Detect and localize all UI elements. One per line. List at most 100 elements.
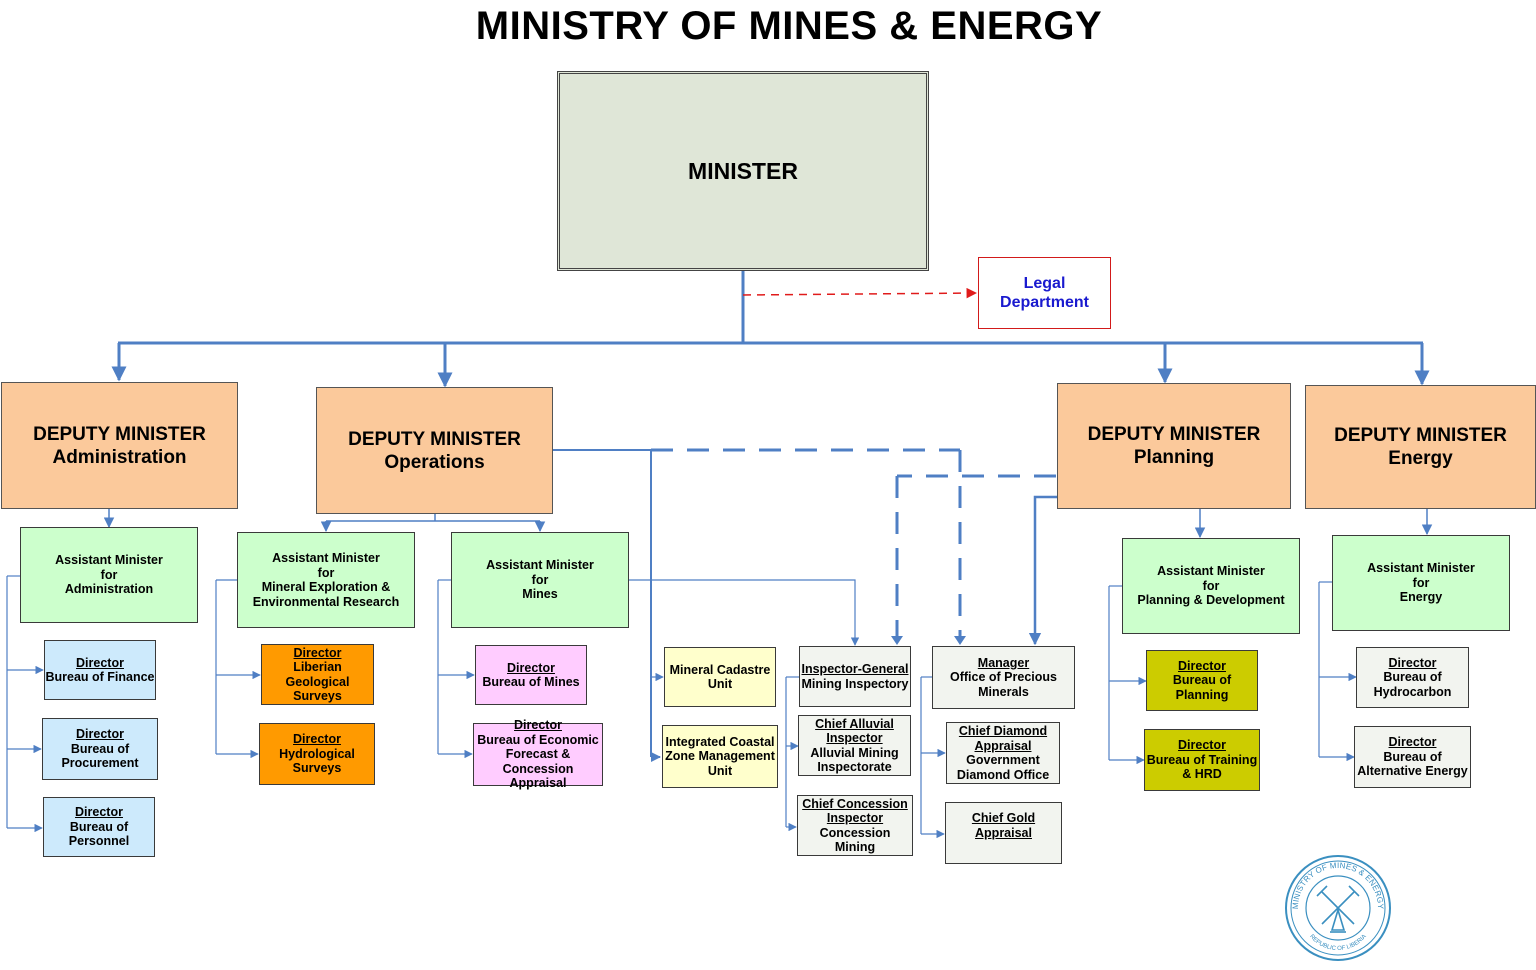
director-planning-unit: Bureau of Planning — [1172, 673, 1232, 702]
director-alternative-line-3: Alternative Energy — [1357, 764, 1468, 779]
director-economic-title: Director — [514, 718, 562, 733]
assistant-exploration-line-1: Assistant Minister — [272, 551, 380, 565]
director-training-box: Director Bureau of Training & HRD — [1144, 729, 1260, 791]
legal-department-box: Legal Department — [978, 257, 1111, 329]
director-geological-box: Director Liberian Geological Surveys — [261, 644, 374, 705]
deputy-energy-title: DEPUTY MINISTER — [1334, 425, 1507, 446]
director-training-line-2: Bureau of Training — [1146, 752, 1258, 767]
director-planning-box: Director Bureau of Planning — [1146, 650, 1258, 711]
assistant-planning-box: Assistant Minister for Planning & Develo… — [1122, 538, 1300, 634]
assistant-planning-line-3: Planning & Development — [1137, 593, 1285, 608]
assistant-energy-line-1: Assistant Minister — [1367, 561, 1475, 576]
director-economic-box: Director Bureau of Economic Forecast & C… — [473, 718, 603, 790]
precious-minerals-title: Manager — [977, 655, 1030, 670]
director-geological-title: Director — [293, 645, 342, 660]
chief-concession-title-1: Chief Concession — [802, 796, 908, 811]
deputy-operations-box: DEPUTY MINISTER Operations — [316, 387, 553, 514]
legal-line-2: Department — [1000, 294, 1089, 311]
assistant-energy-line-2: for — [1412, 575, 1430, 590]
assistant-administration-box: Assistant Minister for Administration — [20, 527, 198, 623]
director-personnel-box: Director Bureau of Personnel — [43, 797, 155, 857]
director-hydrological-line-3: Surveys — [292, 761, 342, 776]
assistant-administration-line-2: for — [100, 567, 118, 582]
director-economic-line-4: Concession Appraisal — [502, 761, 574, 791]
chief-alluvial-title-1: Chief Alluvial — [815, 716, 894, 731]
director-finance-title: Director — [76, 655, 124, 670]
director-procurement-line-2: Bureau of — [70, 741, 130, 756]
chief-diamond-box: Chief Diamond Appraisal Government Diamo… — [946, 722, 1060, 784]
chief-alluvial-line-4: Inspectorate — [817, 760, 892, 774]
director-hydrological-line-2: Hydrological — [279, 746, 355, 761]
ministry-seal: MINISTRY OF MINES & ENERGY REPUBLIC OF L… — [1285, 855, 1391, 961]
assistant-mines-line-3: Mines — [522, 587, 558, 602]
director-alternative-line-2: Bureau of — [1383, 749, 1442, 764]
assistant-mines-line-1: Assistant Minister — [486, 558, 594, 573]
director-hydrocarbon-title: Director — [1388, 655, 1437, 670]
assistant-mines-line-2: for — [531, 572, 549, 587]
deputy-planning-area: Planning — [1133, 447, 1215, 468]
director-economic-line-3: Forecast & — [505, 747, 571, 762]
director-mines-unit: Bureau of Mines — [482, 675, 580, 689]
minister-box: MINISTER — [557, 71, 929, 271]
chief-alluvial-title-2: Inspector — [826, 731, 883, 745]
director-alternative-title: Director — [1388, 735, 1437, 750]
chief-alluvial-box: Chief Alluvial Inspector Alluvial Mining… — [798, 715, 911, 776]
deputy-operations-area: Operations — [384, 451, 485, 473]
deputy-administration-box: DEPUTY MINISTER Administration — [1, 382, 238, 509]
director-personnel-line-2: Bureau of — [69, 819, 129, 834]
director-hydrological-box: Director Hydrological Surveys — [259, 723, 375, 785]
assistant-administration-line-3: Administration — [64, 582, 154, 597]
director-planning-title: Director — [1178, 658, 1226, 673]
chief-diamond-line-3: Government — [966, 753, 1040, 767]
director-mines-box: Director Bureau of Mines — [475, 645, 587, 705]
deputy-administration-area: Administration — [52, 446, 187, 468]
assistant-planning-line-1: Assistant Minister — [1157, 564, 1265, 579]
director-mines-title: Director — [507, 660, 555, 675]
assistant-energy-box: Assistant Minister for Energy — [1332, 535, 1510, 631]
mineral-cadastre-line-2: Unit — [707, 677, 733, 691]
deputy-planning-title: DEPUTY MINISTER — [1087, 424, 1261, 445]
assistant-exploration-box: Assistant Minister for Mineral Explorati… — [237, 532, 415, 628]
assistant-mines-box: Assistant Minister for Mines — [451, 532, 629, 628]
precious-minerals-line-3: Minerals — [978, 684, 1029, 699]
director-procurement-title: Director — [76, 727, 124, 742]
assistant-exploration-line-4: Environmental Research — [252, 594, 400, 609]
director-hydrocarbon-box: Director Bureau of Hydrocarbon — [1356, 647, 1469, 708]
deputy-planning-box: DEPUTY MINISTER Planning — [1057, 383, 1291, 509]
coastal-zone-box: Integrated Coastal Zone Management Unit — [662, 725, 778, 788]
coastal-zone-line-2: Zone Management — [665, 749, 775, 764]
assistant-administration-line-1: Assistant Minister — [55, 553, 163, 568]
mineral-cadastre-box: Mineral Cadastre Unit — [664, 647, 776, 707]
precious-minerals-box: Manager Office of Precious Minerals — [932, 646, 1075, 709]
director-training-line-3: & HRD — [1182, 767, 1222, 782]
assistant-planning-line-2: for — [1202, 578, 1220, 593]
inspector-general-title: Inspector-General — [801, 662, 909, 676]
coastal-zone-line-3: Unit — [707, 763, 733, 778]
chief-gold-box: Chief Gold Appraisal — [945, 802, 1062, 864]
chief-diamond-title-2: Appraisal — [974, 738, 1032, 753]
chief-concession-box: Chief Concession Inspector Concession Mi… — [797, 795, 913, 856]
deputy-energy-box: DEPUTY MINISTER Energy — [1305, 385, 1536, 509]
deputy-energy-area: Energy — [1388, 448, 1453, 469]
director-procurement-line-3: Procurement — [61, 756, 139, 771]
mineral-cadastre-line-1: Mineral Cadastre — [669, 662, 771, 677]
coastal-zone-line-1: Integrated Coastal — [665, 734, 775, 749]
director-procurement-box: Director Bureau of Procurement — [42, 718, 158, 780]
deputy-administration-title: DEPUTY MINISTER — [33, 423, 206, 445]
deputy-operations-title: DEPUTY MINISTER — [348, 428, 521, 450]
assistant-energy-line-3: Energy — [1399, 590, 1443, 605]
chief-concession-title-2: Inspector — [826, 811, 884, 825]
director-finance-unit: Bureau of Finance — [45, 670, 155, 684]
legal-line-1: Legal — [1023, 275, 1066, 292]
chief-gold-title-2: Appraisal — [975, 825, 1032, 840]
director-geological-line-3: Geological — [285, 674, 350, 689]
chief-gold-title-1: Chief Gold — [971, 811, 1036, 825]
director-geological-line-4: Surveys — [293, 689, 342, 703]
chief-concession-line-3: Concession Mining — [819, 825, 891, 855]
director-personnel-title: Director — [75, 805, 123, 820]
chart-title: MINISTRY OF MINES & ENERGY — [475, 4, 1103, 48]
director-hydrocarbon-line-3: Hydrocarbon — [1373, 684, 1452, 699]
inspector-general-box: Inspector-General Mining Inspectory — [799, 646, 911, 707]
chief-diamond-line-4: Diamond Office — [956, 767, 1050, 782]
